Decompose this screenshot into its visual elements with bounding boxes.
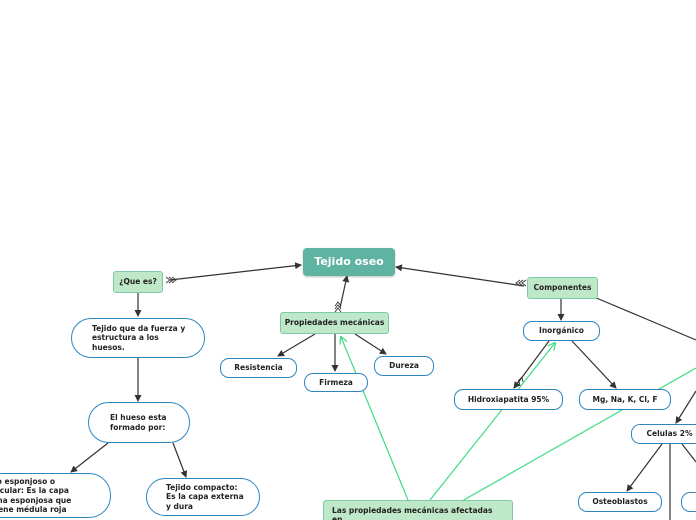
subtopic-tejido-esponjoso[interactable]: Tejido esponjoso o trabecular: Es la cap… [0, 473, 111, 518]
chevrons-hidroxiapatita [514, 376, 524, 387]
definicion-text: Tejido que da fuerza y estructura a los … [92, 323, 186, 352]
topic-componentes[interactable]: Componentes [527, 277, 598, 299]
topic-propiedades-mecanicas[interactable]: Propiedades mecánicas [280, 312, 389, 334]
connector-celulas-osteoblastos [626, 443, 663, 492]
note-propiedades-afectadas[interactable]: Las propiedades mecánicas afectadas en e… [323, 500, 513, 520]
subtopic-definicion[interactable]: Tejido que da fuerza y estructura a los … [71, 318, 205, 358]
connector-componentes-organico [593, 296, 696, 341]
connector-inorganico-minerales [571, 340, 617, 389]
connector-propiedades-dureza [354, 333, 387, 355]
topic-que-es[interactable]: ¿Que es? [113, 271, 163, 293]
connector-central-componentes [395, 264, 525, 287]
chevrons-componentes [515, 279, 527, 287]
connector-propiedades-resistencia [277, 333, 316, 357]
subtopic-inorganico[interactable]: Inorgánico [523, 321, 600, 341]
connector-formado-compacto [172, 442, 188, 478]
connector-central-propiedades [339, 275, 350, 309]
formado-text: El hueso esta formado por: [110, 413, 167, 432]
connector-formado-esponjoso [70, 442, 109, 473]
esponjoso-text: Tejido esponjoso o trabecular: Es la cap… [0, 476, 72, 514]
subtopic-resistencia[interactable]: Resistencia [220, 358, 297, 378]
chevrons-quees [165, 276, 177, 284]
subtopic-partial-right[interactable] [681, 492, 696, 512]
relation-nota-propiedades [341, 337, 409, 501]
connector-celulas-right [681, 443, 696, 463]
subtopic-osteoblastos[interactable]: Osteoblastos [578, 492, 662, 512]
subtopic-hidroxiapatita[interactable]: Hidroxiapatita 95% [454, 389, 563, 410]
chevrons-propiedades [334, 301, 342, 313]
connector-organico-celulas [675, 390, 696, 424]
subtopic-tejido-compacto[interactable]: Tejido compacto: Es la capa externa y du… [146, 478, 260, 516]
subtopic-celulas[interactable]: Celulas 2% [631, 424, 696, 444]
central-topic[interactable]: Tejido oseo [303, 248, 395, 276]
subtopic-minerales[interactable]: Mg, Na, K, Cl, F [579, 389, 671, 410]
subtopic-formado-por[interactable]: El hueso esta formado por: [88, 402, 190, 443]
relation-nota-hidroxiapatita [429, 343, 555, 501]
connector-inorganico-hidroxiapatita [513, 340, 550, 389]
subtopic-dureza[interactable]: Dureza [374, 356, 434, 376]
subtopic-firmeza[interactable]: Firmeza [304, 373, 368, 392]
connector-central-quees [169, 262, 302, 281]
compacto-text: Tejido compacto: Es la capa externa y du… [166, 482, 244, 511]
